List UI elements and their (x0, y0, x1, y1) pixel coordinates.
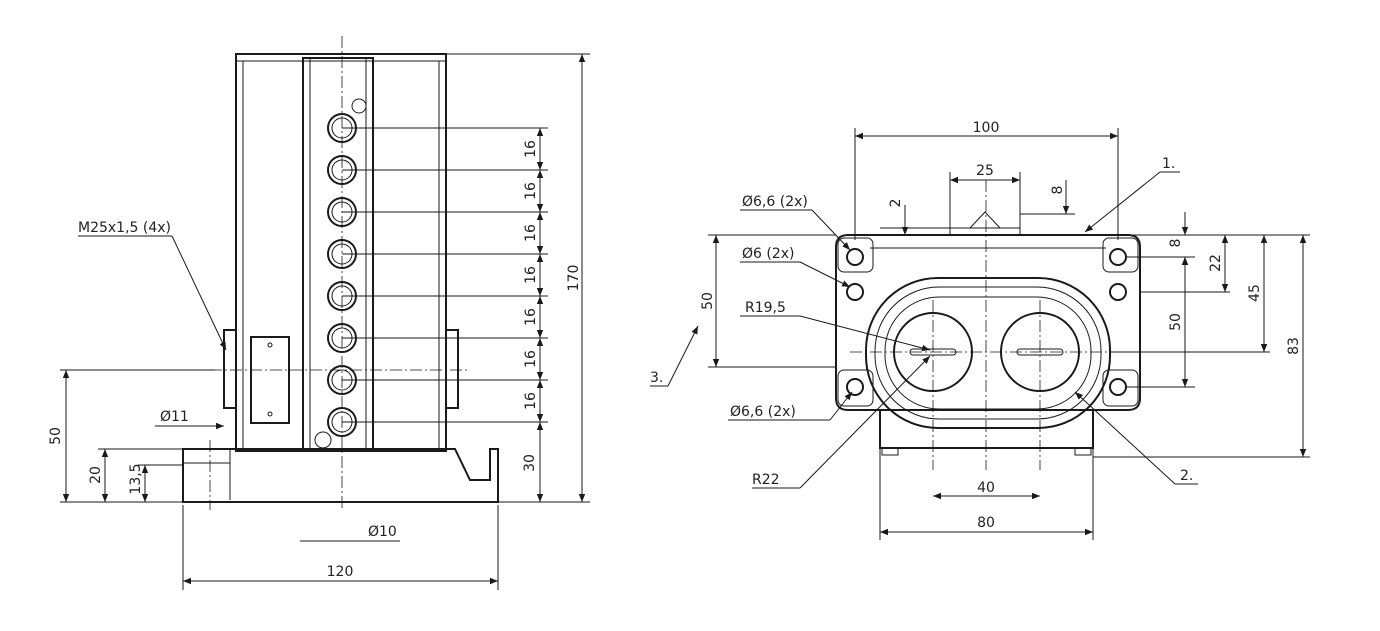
item-2: 2. (1180, 468, 1193, 484)
dim-13-5: 13,5 (128, 463, 144, 494)
dim-120: 120 (327, 564, 354, 580)
dim-50-left: 50 (700, 292, 716, 310)
dim-diam-10: Ø10 (368, 524, 397, 540)
top-dimensions: 100 25 8 2 Ø6,6 (2x) Ø6 (2x) R19,5 Ø6,6 … (650, 120, 1310, 540)
front-gland-right (445, 329, 459, 409)
hole-note-2: Ø6 (2x) (742, 246, 795, 262)
dim-80: 80 (977, 515, 995, 531)
corner-hole-br (1109, 378, 1127, 396)
pitch-label: 16 (523, 392, 539, 410)
dim-8-top: 8 (1050, 186, 1066, 195)
pitch-label: 16 (523, 350, 539, 368)
dim-diam-11: Ø11 (160, 409, 189, 425)
dim-2: 2 (888, 199, 904, 208)
top-view (835, 180, 1141, 470)
dim-20: 20 (88, 466, 104, 484)
dim-30: 30 (522, 454, 538, 472)
radius-19-5: R19,5 (745, 300, 786, 316)
item-1: 1. (1162, 156, 1175, 172)
thread-note: M25x1,5 (4x) (78, 220, 171, 236)
front-gland-left (223, 329, 237, 409)
front-base (182, 448, 499, 503)
radius-22: R22 (752, 472, 780, 488)
top-body (835, 234, 1141, 411)
dim-100: 100 (973, 120, 1000, 136)
dim-40: 40 (977, 480, 995, 496)
dim-22: 22 (1208, 254, 1224, 272)
pitch-label: 16 (523, 224, 539, 242)
hole-note-3: Ø6,6 (2x) (730, 404, 796, 420)
dim-25: 25 (976, 163, 994, 179)
front-label-plate (250, 336, 290, 424)
front-dimensions: 170 16 16 16 16 16 16 16 30 50 20 13,5 Ø11 Ø10… (48, 53, 590, 590)
corner-hole-bl (846, 378, 864, 396)
corner-hole-tr (1109, 248, 1127, 266)
hole-note-1: Ø6,6 (2x) (742, 194, 808, 210)
dim-170: 170 (566, 265, 582, 292)
corner-hole-tl (846, 248, 864, 266)
dim-83: 83 (1286, 337, 1302, 355)
pitch-label: 16 (523, 182, 539, 200)
front-small-hole (351, 98, 367, 114)
front-view (182, 36, 499, 510)
pitch-label: 16 (523, 140, 539, 158)
dim-50: 50 (48, 427, 64, 445)
item-3: 3. (650, 370, 663, 386)
pitch-label: 16 (523, 266, 539, 284)
dim-45: 45 (1247, 284, 1263, 302)
dim-8-right: 8 (1168, 239, 1184, 248)
pitch-label: 16 (523, 308, 539, 326)
dim-50-right: 50 (1168, 313, 1184, 331)
